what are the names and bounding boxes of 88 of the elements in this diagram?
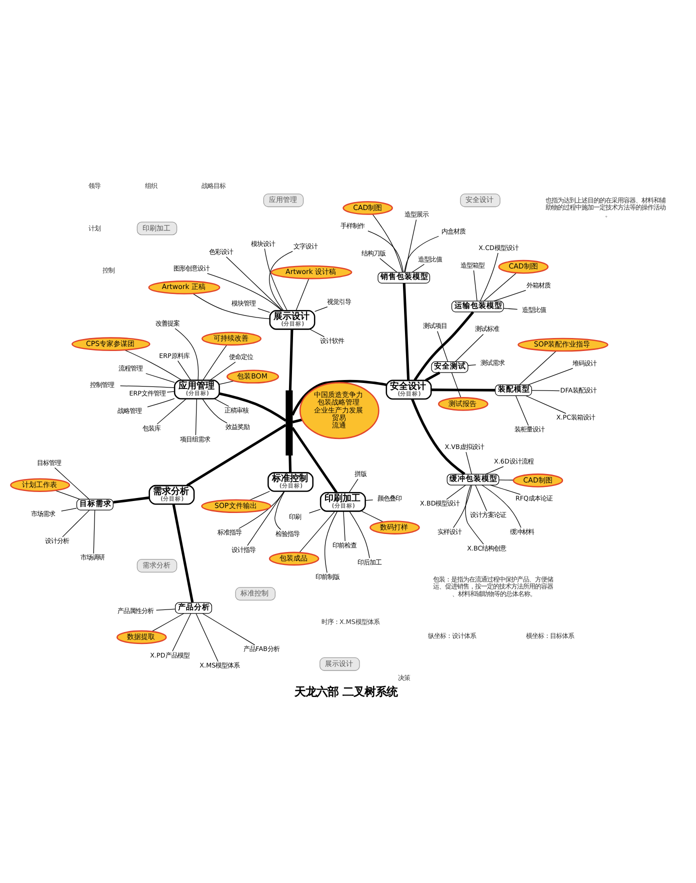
- connector: [380, 258, 398, 273]
- connector: [219, 392, 287, 422]
- connector: [186, 424, 286, 487]
- connector: [314, 306, 328, 312]
- connector: [113, 496, 150, 504]
- connector: [210, 362, 236, 381]
- connector: [296, 278, 310, 311]
- connector: [156, 608, 176, 610]
- connector: [348, 478, 358, 493]
- connector: [202, 398, 228, 424]
- connector: [455, 334, 484, 362]
- connector: [174, 328, 199, 380]
- connector: [93, 510, 96, 554]
- connector: [288, 329, 294, 391]
- connector: [258, 308, 270, 313]
- connector: [249, 490, 270, 501]
- connector: [291, 426, 338, 494]
- connector: [482, 484, 522, 528]
- connector: [62, 510, 90, 538]
- connector: [202, 613, 256, 646]
- connector: [485, 466, 504, 474]
- connector: [120, 386, 175, 388]
- connector: [453, 484, 472, 528]
- connector: [368, 230, 404, 273]
- connector: [238, 490, 285, 529]
- connector: [156, 398, 187, 424]
- connector: [404, 236, 439, 273]
- connector: [269, 251, 293, 311]
- connector: [412, 264, 425, 273]
- connector: [531, 390, 560, 392]
- connector: [493, 290, 526, 302]
- connector: [264, 248, 288, 311]
- connector: [308, 509, 321, 514]
- diagram-title: 天龙六部 二叉树系统: [294, 684, 398, 699]
- connector: [446, 484, 466, 500]
- connector: [172, 504, 194, 603]
- connector: [437, 330, 448, 362]
- connector: [503, 308, 518, 310]
- connector: [55, 490, 80, 500]
- connector: [147, 398, 175, 408]
- connector: [274, 490, 285, 530]
- connector: [519, 350, 556, 386]
- connector: [152, 613, 184, 632]
- connector: [202, 344, 227, 381]
- connector: [349, 511, 370, 558]
- connector: [411, 398, 466, 476]
- connector: [219, 380, 234, 385]
- connector: [196, 613, 218, 662]
- connector: [365, 500, 374, 501]
- connector: [490, 484, 521, 495]
- connector: [192, 293, 270, 320]
- connector: [484, 272, 516, 302]
- connector: [515, 395, 529, 426]
- connector: [526, 395, 566, 414]
- connector: [372, 214, 403, 273]
- connector: [528, 368, 574, 386]
- connector: [466, 452, 472, 474]
- connector: [465, 484, 484, 545]
- connector: [425, 372, 440, 382]
- connector: [299, 510, 336, 553]
- connector: [480, 252, 498, 302]
- connector: [343, 510, 346, 542]
- connector: [362, 511, 384, 522]
- connector: [451, 372, 462, 398]
- connector: [247, 491, 284, 546]
- connector: [414, 311, 474, 381]
- connector: [206, 273, 282, 311]
- connector: [473, 270, 478, 302]
- node-bar: [286, 390, 293, 456]
- connector: [124, 350, 182, 381]
- connector: [475, 484, 488, 512]
- connector: [172, 613, 192, 652]
- connector: [468, 364, 476, 366]
- connector: [324, 511, 338, 573]
- connector: [61, 508, 77, 512]
- connector: [431, 388, 496, 392]
- connector: [178, 360, 192, 381]
- connector: [214, 398, 230, 407]
- connector: [292, 418, 302, 424]
- connector: [291, 380, 386, 416]
- connector: [404, 219, 417, 273]
- connector: [402, 283, 410, 380]
- connector: [226, 256, 283, 311]
- connector: [54, 467, 90, 500]
- connector: [146, 373, 175, 383]
- connector: [195, 398, 198, 436]
- connector: [310, 328, 325, 338]
- connector: [288, 455, 292, 473]
